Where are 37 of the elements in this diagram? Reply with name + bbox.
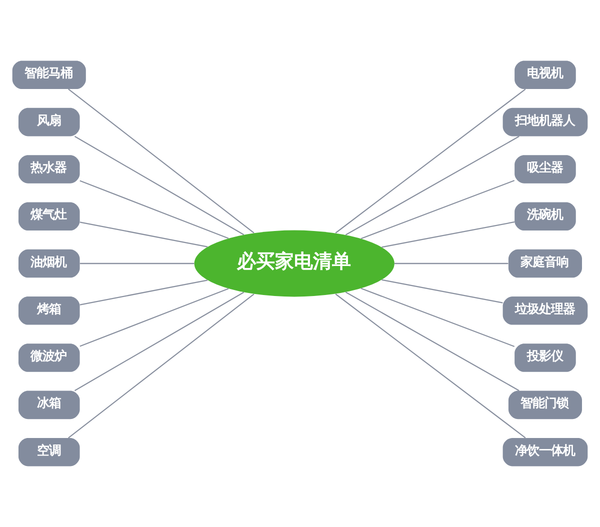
connector xyxy=(360,180,515,240)
node-box: 净饮一体机 xyxy=(502,438,588,466)
connector xyxy=(80,262,194,264)
connector xyxy=(80,222,208,248)
node-box: 洗碗机 xyxy=(514,202,576,230)
node-box: 智能门锁 xyxy=(508,390,582,420)
node-box: 垃圾处理器 xyxy=(502,296,588,325)
connector xyxy=(80,288,229,347)
node-box: 家庭音响 xyxy=(508,249,582,278)
connector xyxy=(345,136,520,236)
connector xyxy=(80,180,229,239)
node-box: 微波炉 xyxy=(18,344,80,372)
connector xyxy=(68,88,254,234)
node-box: 油烟机 xyxy=(18,249,80,278)
node-box: 煤气灶 xyxy=(18,202,80,230)
node-box: 扫地机器人 xyxy=(502,108,588,136)
node-ellipse: 必买家电清单 xyxy=(194,230,394,297)
node-box: 冰箱 xyxy=(18,390,80,420)
connector xyxy=(68,294,254,438)
connector xyxy=(345,292,520,392)
connector xyxy=(335,88,526,234)
node-box: 烤箱 xyxy=(18,296,80,325)
connector xyxy=(74,292,244,392)
connector xyxy=(80,280,208,306)
connector xyxy=(382,279,503,304)
node-box: 空调 xyxy=(18,438,80,466)
node-box: 智能马桶 xyxy=(12,60,86,90)
connector xyxy=(382,221,515,248)
connector xyxy=(394,262,508,264)
node-box: 投影仪 xyxy=(514,344,576,372)
connector xyxy=(335,294,526,438)
node-box: 热水器 xyxy=(18,155,80,184)
connector xyxy=(360,288,515,347)
node-box: 风扇 xyxy=(18,108,80,136)
node-box: 电视机 xyxy=(514,60,576,90)
node-box: 吸尘器 xyxy=(514,155,576,184)
connector xyxy=(74,136,244,236)
